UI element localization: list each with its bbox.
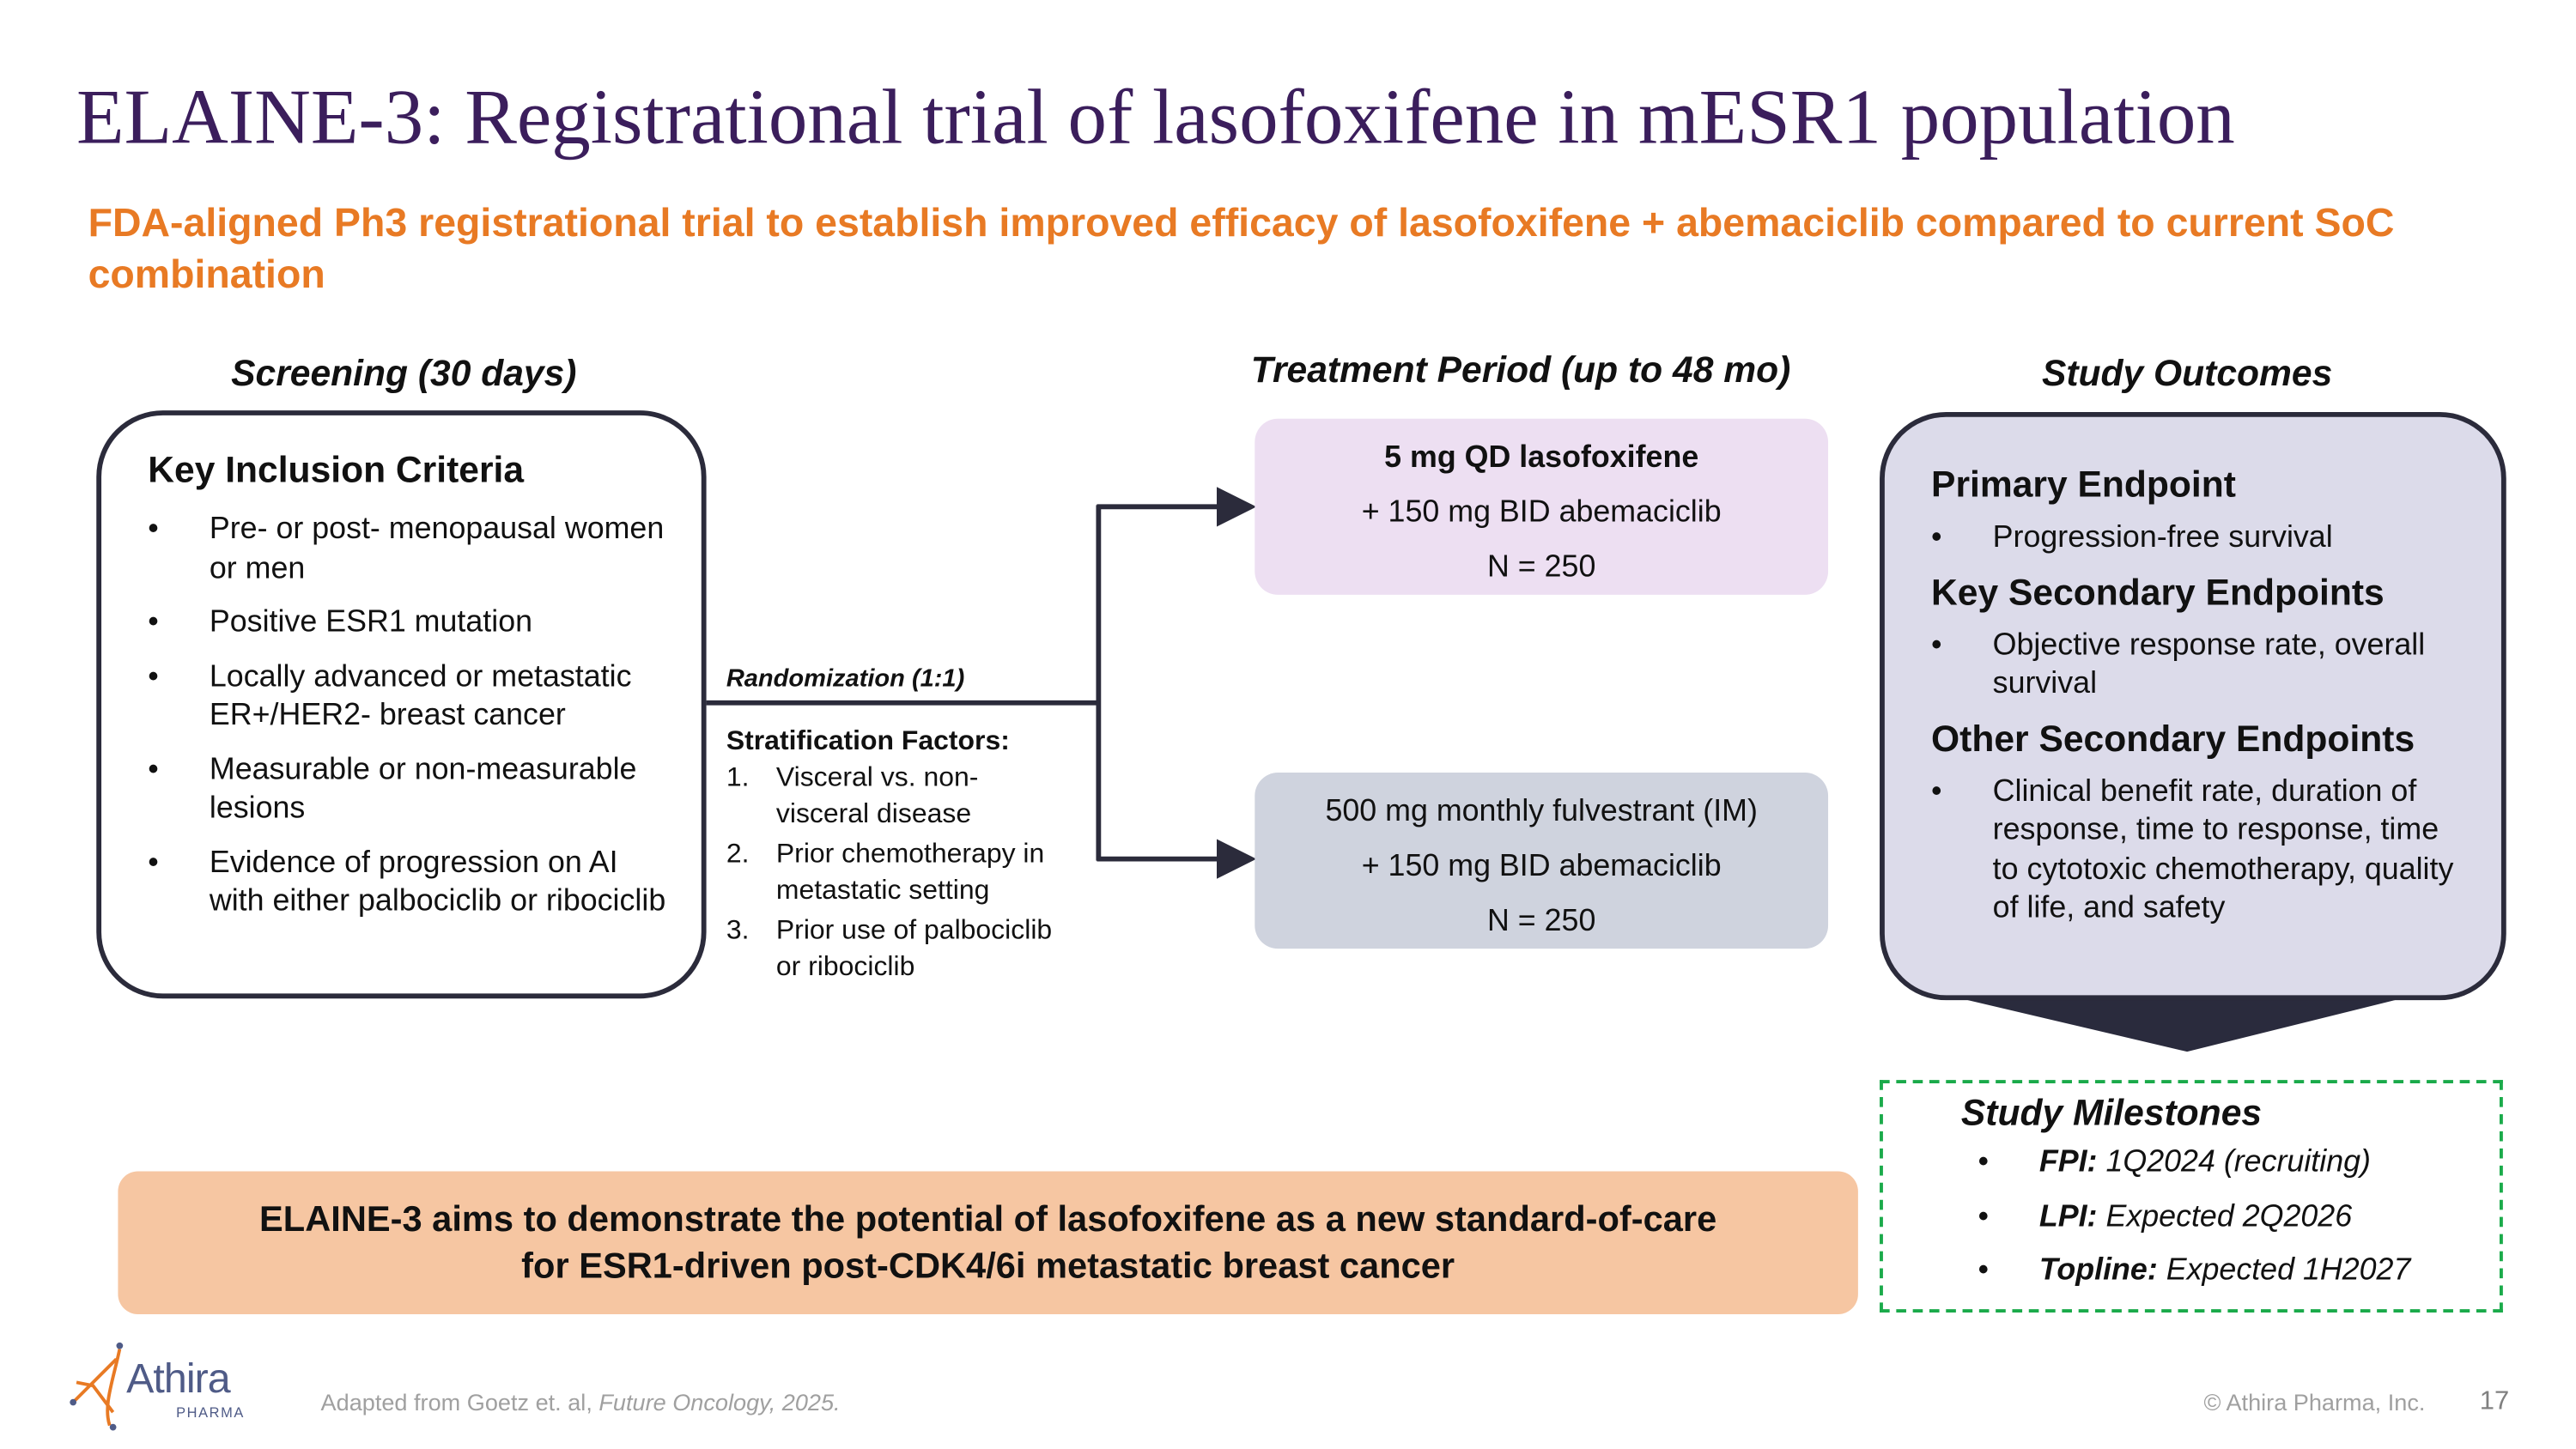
athira-logo: Athira PHARMA: [66, 1339, 265, 1432]
list-item: Pre- or post- menopausal women or men: [148, 508, 668, 586]
citation: Adapted from Goetz et. al, Future Oncolo…: [321, 1389, 841, 1416]
citation-journal: Future Oncology, 2025.: [598, 1389, 841, 1416]
milestones-title: Study Milestones: [1960, 1091, 2263, 1134]
stratification-factors: Stratification Factors: 1. Visceral vs. n…: [726, 726, 1059, 991]
item-number: 3.: [726, 915, 750, 946]
item-text: Prior use of palbociclib or ribociclib: [775, 915, 1053, 981]
item-number: 1.: [726, 762, 750, 793]
banner-line: for ESR1-driven post-CDK4/6i metastatic …: [521, 1246, 1455, 1287]
list-item: FPI: 1Q2024 (recruiting): [1978, 1142, 2500, 1180]
list-item: Locally advanced or metastatic ER+/HER2-…: [148, 656, 668, 734]
inclusion-criteria-box: Key Inclusion Criteria Pre- or post- men…: [96, 410, 707, 999]
arm-drug: 500 mg monthly fulvestrant (IM): [1325, 792, 1758, 828]
list-item: 1. Visceral vs. non-visceral disease: [726, 761, 1059, 832]
milestone-value: Expected 1H2027: [2166, 1251, 2411, 1287]
arm-fulvestrant: 500 mg monthly fulvestrant (IM) + 150 mg…: [1255, 773, 1829, 949]
milestone-label: Topline:: [2038, 1251, 2158, 1287]
page-title: ELAINE-3: Registrational trial of lasofo…: [76, 75, 2235, 161]
list-item: Objective response rate, overall surviva…: [1931, 624, 2468, 702]
arm-n: N = 250: [1486, 548, 1596, 584]
outcomes-header: Study Outcomes: [2041, 352, 2333, 394]
inclusion-list: Pre- or post- menopausal women or men Po…: [148, 508, 668, 919]
outcomes-box: Primary Endpoint Progression-free surviv…: [1880, 412, 2506, 1001]
list-item: LPI: Expected 2Q2026: [1978, 1196, 2500, 1234]
citation-text: Adapted from Goetz et. al,: [320, 1389, 599, 1416]
page-number: 17: [2479, 1387, 2510, 1416]
item-number: 2.: [726, 839, 750, 870]
treatment-header: Treatment Period (up to 48 mo): [1250, 349, 1791, 391]
list-item: Measurable or non-measurable lesions: [148, 749, 668, 827]
arm-lasofoxifene: 5 mg QD lasofoxifene + 150 mg BID abemac…: [1255, 418, 1829, 595]
list-item: Progression-free survival: [1931, 517, 2468, 555]
arm-n: N = 250: [1486, 901, 1596, 937]
milestone-label: FPI:: [2038, 1143, 2098, 1179]
milestone-value: Expected 2Q2026: [2105, 1197, 2353, 1233]
page-subtitle: FDA-aligned Ph3 registrational trial to …: [88, 201, 2395, 298]
outcomes-arrow-down-icon: [1960, 998, 2402, 1052]
primary-endpoint-title: Primary Endpoint: [1931, 464, 2236, 506]
list-item: Clinical benefit rate, duration of respo…: [1931, 770, 2468, 926]
stratification-title: Stratification Factors:: [726, 725, 1010, 756]
inclusion-title: Key Inclusion Criteria: [148, 448, 525, 490]
logo-text: Athira: [126, 1355, 231, 1403]
logo-star-icon: [70, 1342, 124, 1431]
milestone-label: LPI:: [2038, 1197, 2098, 1233]
key-secondary-title: Key Secondary Endpoints: [1931, 570, 2385, 613]
conclusion-banner: ELAINE-3 aims to demonstrate the potenti…: [118, 1171, 1858, 1314]
list-item: Evidence of progression on AI with eithe…: [148, 841, 668, 919]
other-secondary-title: Other Secondary Endpoints: [1931, 717, 2415, 759]
screening-header: Screening (30 days): [231, 352, 577, 394]
item-text: Visceral vs. non-visceral disease: [775, 762, 979, 828]
copyright: © Athira Pharma, Inc.: [2203, 1389, 2426, 1416]
list-item: Topline: Expected 1H2027: [1978, 1249, 2500, 1288]
list-item: 2. Prior chemotherapy in metastatic setti…: [726, 837, 1059, 908]
item-text: Prior chemotherapy in metastatic setting: [775, 839, 1045, 905]
list-item: Positive ESR1 mutation: [148, 602, 668, 640]
arm-combo: + 150 mg BID abemaciclib: [1361, 493, 1722, 529]
arm-combo: + 150 mg BID abemaciclib: [1361, 847, 1722, 882]
banner-line: ELAINE-3 aims to demonstrate the potenti…: [259, 1199, 1717, 1240]
milestone-value: 1Q2024 (recruiting): [2105, 1143, 2371, 1179]
list-item: 3. Prior use of palbociclib or ribociclib: [726, 914, 1059, 985]
arm-drug: 5 mg QD lasofoxifene: [1384, 438, 1699, 474]
milestones-box: Study Milestones FPI: 1Q2024 (recruiting…: [1880, 1080, 2503, 1313]
logo-subtext: PHARMA: [176, 1404, 245, 1421]
randomization-label: Randomization (1:1): [726, 664, 965, 694]
